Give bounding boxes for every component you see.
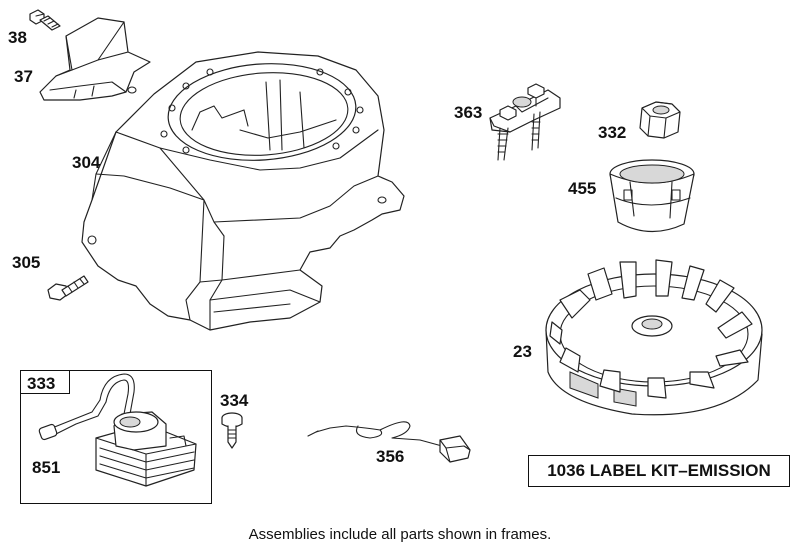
part-label-37: 37 bbox=[14, 67, 33, 86]
part-38-bolt-drawing bbox=[29, 9, 61, 31]
assembly-frame-333 bbox=[20, 370, 212, 504]
part-363-bracket-drawing bbox=[489, 83, 561, 161]
part-304-blower-housing-drawing bbox=[81, 51, 405, 331]
part-333-armature-drawing bbox=[38, 373, 197, 487]
footer-note: Assemblies include all parts shown in fr… bbox=[248, 526, 552, 543]
part-label-363: 363 bbox=[454, 103, 483, 122]
part-label-38: 38 bbox=[8, 28, 27, 47]
assembly-frame-333-label-box bbox=[20, 370, 70, 394]
label-kit-emission-box: 1036 LABEL KIT–EMISSION bbox=[528, 455, 790, 487]
part-label-304: 304 bbox=[72, 153, 101, 172]
part-label-332: 332 bbox=[598, 123, 627, 142]
part-23-flywheel-drawing bbox=[545, 259, 763, 416]
part-305-screw-drawing bbox=[47, 275, 89, 301]
part-label-23: 23 bbox=[513, 342, 532, 361]
part-37-shield-drawing bbox=[39, 17, 151, 101]
label-kit-emission-text: 1036 LABEL KIT–EMISSION bbox=[547, 461, 771, 480]
part-455-cup-drawing bbox=[609, 159, 695, 233]
part-label-334: 334 bbox=[220, 391, 249, 410]
part-label-333: 333 bbox=[27, 374, 56, 393]
part-label-356: 356 bbox=[376, 447, 405, 466]
part-label-851: 851 bbox=[32, 458, 61, 477]
part-label-305: 305 bbox=[12, 253, 41, 272]
part-label-455: 455 bbox=[568, 179, 597, 198]
part-332-nut-drawing bbox=[639, 101, 681, 139]
part-334-screw-drawing bbox=[221, 412, 243, 449]
part-356-wire-drawing bbox=[307, 421, 471, 463]
